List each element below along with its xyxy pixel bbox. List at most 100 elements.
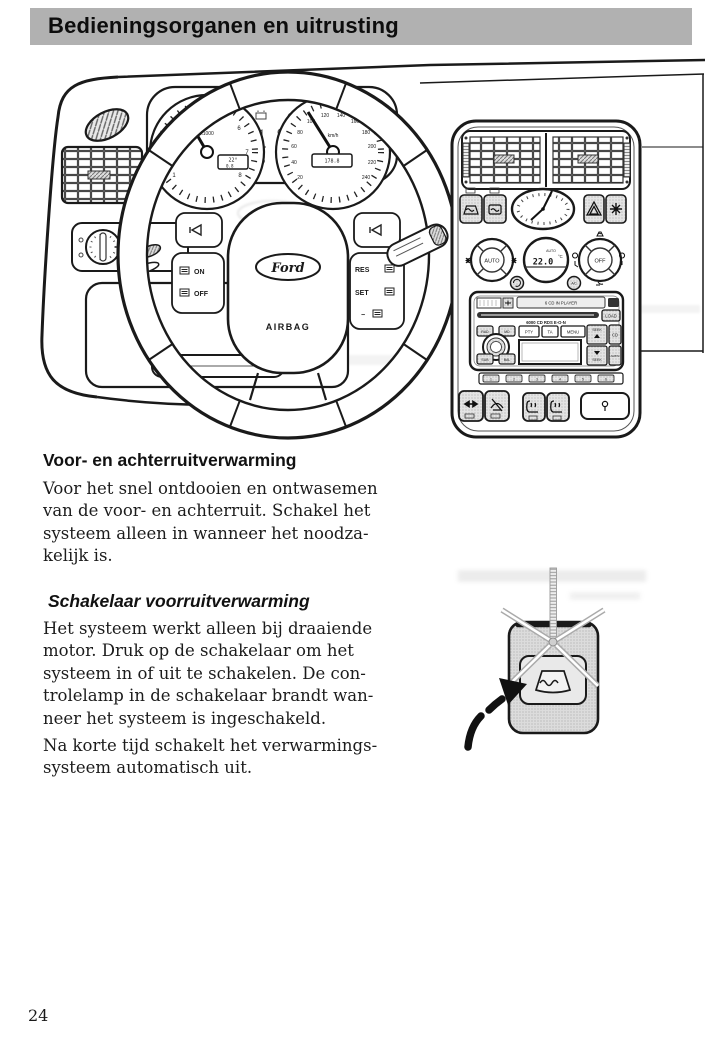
page-title: Bedieningsorganen en uitrusting (48, 13, 399, 38)
tweeter-vent-icon (84, 108, 130, 142)
recirculation-icon (512, 278, 521, 287)
paragraph-switch-2: Na korte tijd schakelt het verwarmings- … (43, 736, 378, 778)
preset-4: 4 (559, 378, 561, 382)
ac-button (566, 275, 582, 291)
heated-seat-right-button (546, 392, 570, 422)
dim-sensor (608, 298, 619, 307)
cruise-onoff-pad (171, 252, 225, 314)
seek-up-icon (594, 334, 600, 338)
load-button (601, 309, 621, 322)
seek-up-label: SEEK (592, 328, 602, 332)
cruise-on-label: ON (194, 269, 205, 276)
tach-multiplier-label: x1000 (200, 131, 214, 137)
left-dash-controls (60, 108, 189, 275)
preset-1: 1 (490, 378, 492, 382)
console-air-vents (461, 130, 631, 190)
md-button (498, 325, 516, 337)
tach-num: 7 (245, 150, 249, 156)
ta-button-label: TA (547, 330, 552, 335)
hazard-icon (585, 200, 603, 216)
rim-segments (148, 82, 428, 428)
climate-mode-label: AUTO (546, 249, 556, 253)
paragraph-switch-1: Het systeem werkt alleen bij draaiende m… (43, 619, 374, 728)
preset-6: 6 (605, 378, 607, 382)
preset-5: 5 (582, 378, 584, 382)
off-dial-label: OFF (595, 259, 607, 265)
rear-defrost-button (483, 194, 507, 224)
speed-num: 80 (297, 130, 303, 136)
load-button-label: LOAD (605, 314, 616, 319)
menu-button (560, 325, 586, 338)
vent-slider (87, 170, 111, 180)
defrost-switch-figure (458, 567, 646, 751)
callout-arrow-icon (464, 678, 527, 751)
amfm-button (608, 345, 622, 366)
airflow-mode-icons (572, 231, 626, 286)
tach-num: 1 (172, 173, 176, 179)
preset-buttons: 1 2 3 4 5 6 (478, 372, 624, 385)
paragraph-front-rear: Voor het snel ontdooien en ontwasemen va… (43, 479, 378, 566)
ac-button-label: A/C (571, 282, 577, 286)
cruise-glyph-icon (372, 264, 395, 318)
radio-model-label: 6000 CD RDS E-O-N (526, 320, 566, 325)
windshield-defrost-icon (463, 205, 479, 215)
sub-button (476, 353, 494, 365)
clock-hour-hand (530, 208, 544, 221)
tach-num: 6 (237, 126, 241, 132)
dashboard-illustration: 1 2 3 4 5 6 7 8 x1000 22° 0.8 20 40 (40, 58, 706, 440)
speed-unit-label: km/h (328, 133, 339, 139)
speed-num: 120 (321, 113, 330, 119)
climate-controls: AUTO AUTO 22.0 °C OFF (465, 231, 626, 291)
horn-icon (189, 223, 202, 237)
illumination-rays-icon (500, 567, 606, 688)
airbag-label: AIRBAG (266, 322, 311, 332)
cruise-glyph-icon (179, 266, 190, 297)
rad-button-label: RAD (481, 330, 489, 334)
center-console: AUTO AUTO 22.0 °C OFF (450, 119, 642, 439)
steering-wheel: ON OFF RES SET − Ford AIRBAG (116, 70, 460, 440)
seek-down-label: SEEK (592, 358, 602, 362)
speedo-needle (306, 111, 335, 153)
cd-slot-label: 6 CD IN PLAYER (545, 301, 577, 306)
speed-num: 60 (291, 144, 297, 150)
section-heading-front-rear: Voor- en achterruitverwarming (43, 450, 297, 470)
hazard-button (583, 194, 605, 224)
sub-button-label: SUB (481, 358, 489, 362)
radio-unit: 6 CD IN PLAYER LOAD 6000 CD RDS E-O-N RA… (468, 290, 625, 385)
seek-down-icon (594, 351, 600, 355)
heated-seat-left-button (522, 392, 546, 422)
recirculation-button (509, 275, 525, 291)
windshield-defrost-icon (534, 670, 572, 694)
console-bottom-switches (458, 390, 630, 422)
speed-num: 160 (351, 119, 360, 125)
lcd-trip: 0.8 (226, 164, 234, 169)
heated-seat-icon (550, 400, 562, 413)
seek-down-button (586, 345, 608, 366)
cruise-minus-label: − (361, 312, 365, 319)
cluster-lcd-right (311, 153, 353, 168)
tach-num: 8 (238, 173, 242, 179)
speed-num: 220 (368, 160, 377, 166)
dashboard-outline (40, 58, 706, 406)
airflow-button (458, 390, 484, 422)
cd-button (608, 324, 622, 345)
climate-temp-unit: °C (558, 254, 563, 259)
page-number: 24 (28, 1006, 49, 1025)
eject-icon (505, 300, 511, 306)
wiper-stalk (386, 223, 449, 267)
cruise-off-label: OFF (194, 291, 209, 298)
lcd-temp: 22° (228, 158, 237, 164)
climate-display (522, 236, 570, 284)
console-switch-row (459, 187, 627, 231)
radio-mini-display (476, 297, 502, 309)
speed-num: 40 (291, 160, 297, 166)
cigarette-lighter-icon (601, 400, 609, 411)
horn-pad-right (353, 212, 401, 248)
speed-num: 180 (362, 130, 371, 136)
speed-num: 200 (368, 144, 377, 150)
cruise-set-label: SET (355, 290, 369, 297)
cd-slot (516, 296, 606, 309)
max-defrost-icon (610, 203, 622, 215)
ta-button (541, 325, 559, 338)
